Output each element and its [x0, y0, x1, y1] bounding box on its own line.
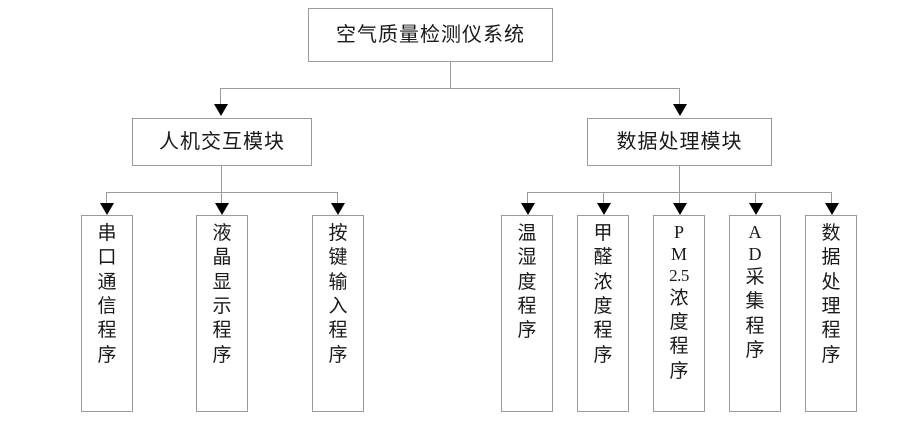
connector-data-to-hcho [603, 192, 604, 204]
connector-hmi-to-serial [106, 192, 107, 204]
vertical-char: 程 [328, 320, 348, 342]
node-leaf-data-processing[interactable]: 数据处理程序 [805, 215, 857, 412]
vertical-char: 通 [97, 271, 117, 293]
vertical-char: 输 [328, 271, 348, 293]
vertical-char: 浓 [593, 271, 613, 293]
vertical-char: 甲 [593, 223, 613, 244]
vertical-char: 串 [97, 223, 117, 244]
vertical-char: 晶 [212, 247, 232, 269]
vertical-char: 浓 [669, 287, 689, 309]
connector-data-to-proc [831, 192, 832, 204]
vertical-char: 程 [593, 320, 613, 342]
vertical-char: 序 [212, 344, 232, 366]
connector-hmi-stem [221, 166, 222, 192]
connector-root-bus [220, 88, 680, 89]
arrowhead-data-to-pm25 [673, 203, 687, 215]
connector-root-stem [450, 62, 451, 88]
vertical-char: 液 [212, 223, 232, 244]
node-leaf-formaldehyde[interactable]: 甲醛浓度程序 [577, 215, 629, 412]
vertical-char: 键 [328, 247, 348, 269]
vertical-char: 信 [97, 295, 117, 317]
connector-hmi-to-lcd [221, 192, 222, 204]
node-root-system-label: 空气质量检测仪系统 [336, 24, 525, 46]
vertical-char: 度 [669, 311, 689, 333]
vertical-char: 醛 [593, 247, 613, 269]
vertical-char: 采 [745, 266, 765, 288]
vertical-char: 2.5 [669, 265, 689, 285]
node-leaf-lcd-display[interactable]: 液晶显示程序 [196, 215, 248, 412]
connector-data-to-pm25 [679, 192, 680, 204]
node-leaf-key-input[interactable]: 按键输入程序 [312, 215, 364, 412]
node-leaf-serial-comm[interactable]: 串口通信程序 [81, 215, 133, 412]
node-module-data-label: 数据处理模块 [616, 131, 743, 153]
node-leaf-data-processing-label: 数据处理程序 [806, 222, 856, 368]
vertical-char: 显 [212, 271, 232, 293]
node-leaf-serial-comm-label: 串口通信程序 [82, 222, 132, 368]
vertical-char: 数 [821, 223, 841, 244]
node-module-hmi[interactable]: 人机交互模块 [132, 118, 312, 166]
vertical-char: 程 [745, 315, 765, 337]
vertical-char: 序 [593, 344, 613, 366]
vertical-char: 口 [97, 247, 117, 269]
vertical-char: 示 [212, 295, 232, 317]
vertical-char: 集 [745, 291, 765, 313]
arrowhead-data-to-hcho [597, 203, 611, 215]
vertical-char: A [748, 222, 762, 242]
vertical-char: 湿 [517, 247, 537, 269]
vertical-char: 度 [517, 271, 537, 293]
vertical-char: 据 [821, 247, 841, 269]
connector-root-to-data [679, 88, 680, 104]
vertical-char: 程 [517, 295, 537, 317]
node-module-hmi-label: 人机交互模块 [159, 131, 285, 153]
arrowhead-data-to-ad [749, 203, 763, 215]
connector-data-to-th [527, 192, 528, 204]
arrowhead-hmi-to-key [331, 203, 345, 215]
connector-root-to-hmi [220, 88, 221, 104]
node-root-system[interactable]: 空气质量检测仪系统 [308, 8, 553, 62]
connector-data-stem [679, 166, 680, 192]
vertical-char: 理 [821, 295, 841, 317]
vertical-char: M [670, 243, 687, 264]
node-leaf-key-input-label: 按键输入程序 [313, 222, 363, 368]
arrowhead-root-to-hmi [214, 104, 228, 116]
node-leaf-temp-humidity-label: 温湿度程序 [502, 222, 552, 344]
arrowhead-hmi-to-lcd [215, 203, 229, 215]
vertical-char: 处 [821, 271, 841, 293]
vertical-char: 序 [669, 360, 689, 382]
vertical-char: P [673, 222, 684, 242]
arrowhead-hmi-to-serial [100, 203, 114, 215]
vertical-char: 入 [328, 295, 348, 317]
vertical-char: 程 [821, 320, 841, 342]
vertical-char: 度 [593, 295, 613, 317]
vertical-char: 温 [517, 223, 537, 244]
arrowhead-data-to-proc [825, 203, 839, 215]
arrowhead-data-to-th [521, 203, 535, 215]
connector-hmi-to-key [337, 192, 338, 204]
vertical-char: 序 [97, 344, 117, 366]
vertical-char: 程 [212, 320, 232, 342]
vertical-char: 序 [745, 339, 765, 361]
vertical-char: 序 [517, 320, 537, 342]
vertical-char: 序 [328, 344, 348, 366]
vertical-char: 按 [328, 223, 348, 244]
node-leaf-lcd-display-label: 液晶显示程序 [197, 222, 247, 368]
connector-data-to-ad [755, 192, 756, 204]
node-leaf-formaldehyde-label: 甲醛浓度程序 [578, 222, 628, 368]
node-leaf-temp-humidity[interactable]: 温湿度程序 [501, 215, 553, 412]
node-module-data[interactable]: 数据处理模块 [587, 118, 772, 166]
vertical-char: 程 [669, 336, 689, 358]
vertical-char: D [748, 243, 762, 264]
vertical-char: 程 [97, 320, 117, 342]
vertical-char: 序 [821, 344, 841, 366]
arrowhead-root-to-data [673, 104, 687, 116]
